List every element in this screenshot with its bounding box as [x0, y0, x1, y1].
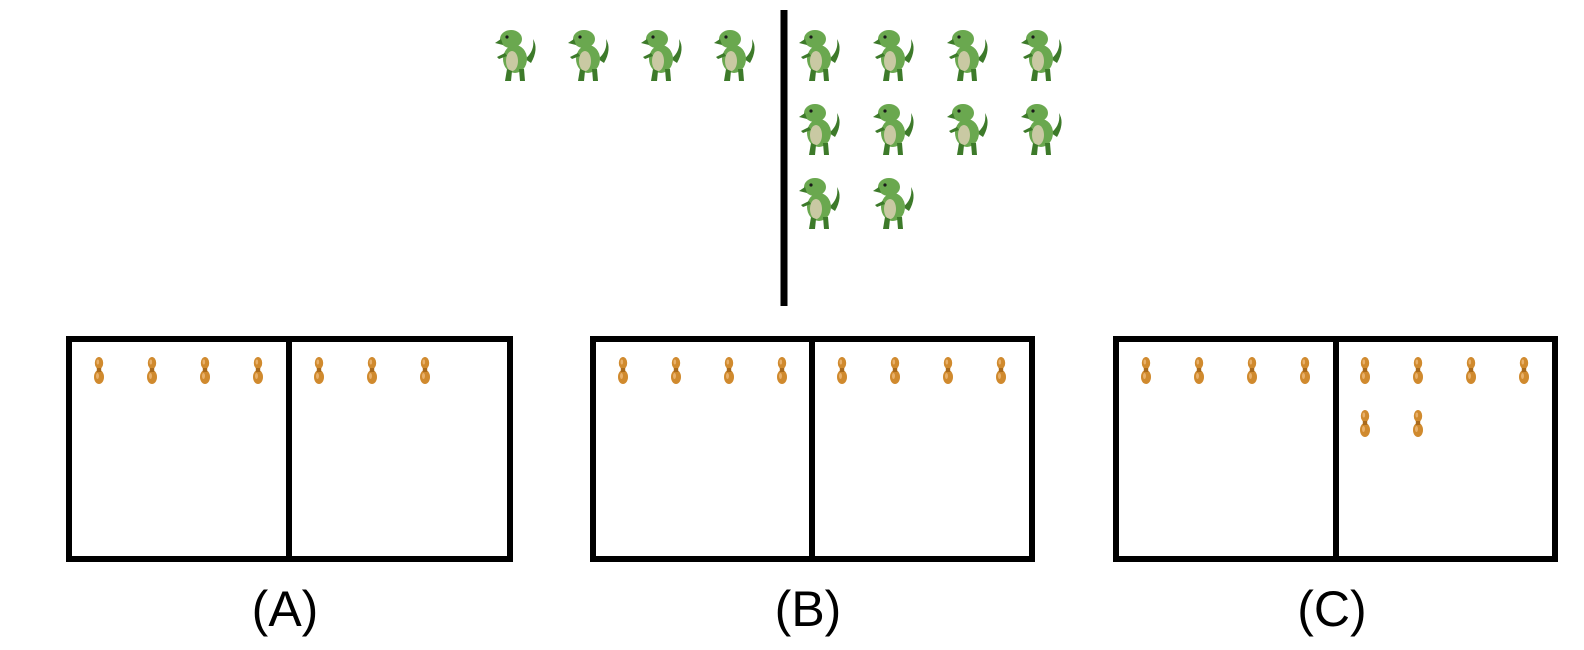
dinosaur-icon: [714, 30, 755, 81]
option-c-box[interactable]: [1113, 336, 1558, 562]
dinosaur-icon: [799, 30, 840, 81]
peanut-icon: [1360, 357, 1370, 384]
peanut-icon: [1466, 357, 1476, 384]
dinosaur-icon: [873, 104, 914, 155]
peanut-icon: [837, 357, 847, 384]
option-a-label[interactable]: (A): [251, 581, 319, 637]
peanut-icon: [1519, 357, 1529, 384]
option-a-left-group: [94, 357, 263, 384]
dinosaur-icon: [641, 30, 682, 81]
option-b-right-group: [837, 357, 1006, 384]
peanut-icon: [943, 357, 953, 384]
peanut-icon: [147, 357, 157, 384]
dinosaur-icon: [495, 30, 536, 81]
option-a-right-group: [314, 357, 430, 384]
dinosaur-icon: [873, 178, 914, 229]
dinosaur-icon: [1021, 30, 1062, 81]
option-b-label[interactable]: (B): [774, 581, 842, 637]
peanut-icon: [1413, 357, 1423, 384]
peanut-icon: [1413, 410, 1423, 437]
peanut-icon: [618, 357, 628, 384]
dinosaur-icon: [873, 30, 914, 81]
dinosaur-icon: [947, 30, 988, 81]
option-c-left-group: [1141, 357, 1310, 384]
peanut-icon: [996, 357, 1006, 384]
peanut-icon: [200, 357, 210, 384]
peanut-icon: [1247, 357, 1257, 384]
peanut-icon: [1360, 410, 1370, 437]
peanut-icon: [724, 357, 734, 384]
peanut-icon: [1300, 357, 1310, 384]
option-a-box[interactable]: [66, 336, 513, 562]
peanut-icon: [367, 357, 377, 384]
option-b-left-group: [618, 357, 787, 384]
peanut-icon: [314, 357, 324, 384]
peanut-icon: [420, 357, 430, 384]
peanut-icon: [890, 357, 900, 384]
peanut-icon: [253, 357, 263, 384]
peanut-icon: [1141, 357, 1151, 384]
option-b-box[interactable]: [590, 336, 1035, 562]
dinosaur-icon: [1021, 104, 1062, 155]
reference-left-group: [495, 30, 755, 81]
peanut-icon: [1194, 357, 1204, 384]
peanut-icon: [777, 357, 787, 384]
option-c-label[interactable]: (C): [1297, 581, 1367, 637]
dinosaur-icon: [799, 104, 840, 155]
dinosaur-icon: [799, 178, 840, 229]
option-c-right-group: [1360, 357, 1529, 437]
dinosaur-icon: [568, 30, 609, 81]
reference-right-group: [799, 30, 1062, 229]
peanut-icon: [671, 357, 681, 384]
peanut-icon: [94, 357, 104, 384]
dinosaur-icon: [947, 104, 988, 155]
